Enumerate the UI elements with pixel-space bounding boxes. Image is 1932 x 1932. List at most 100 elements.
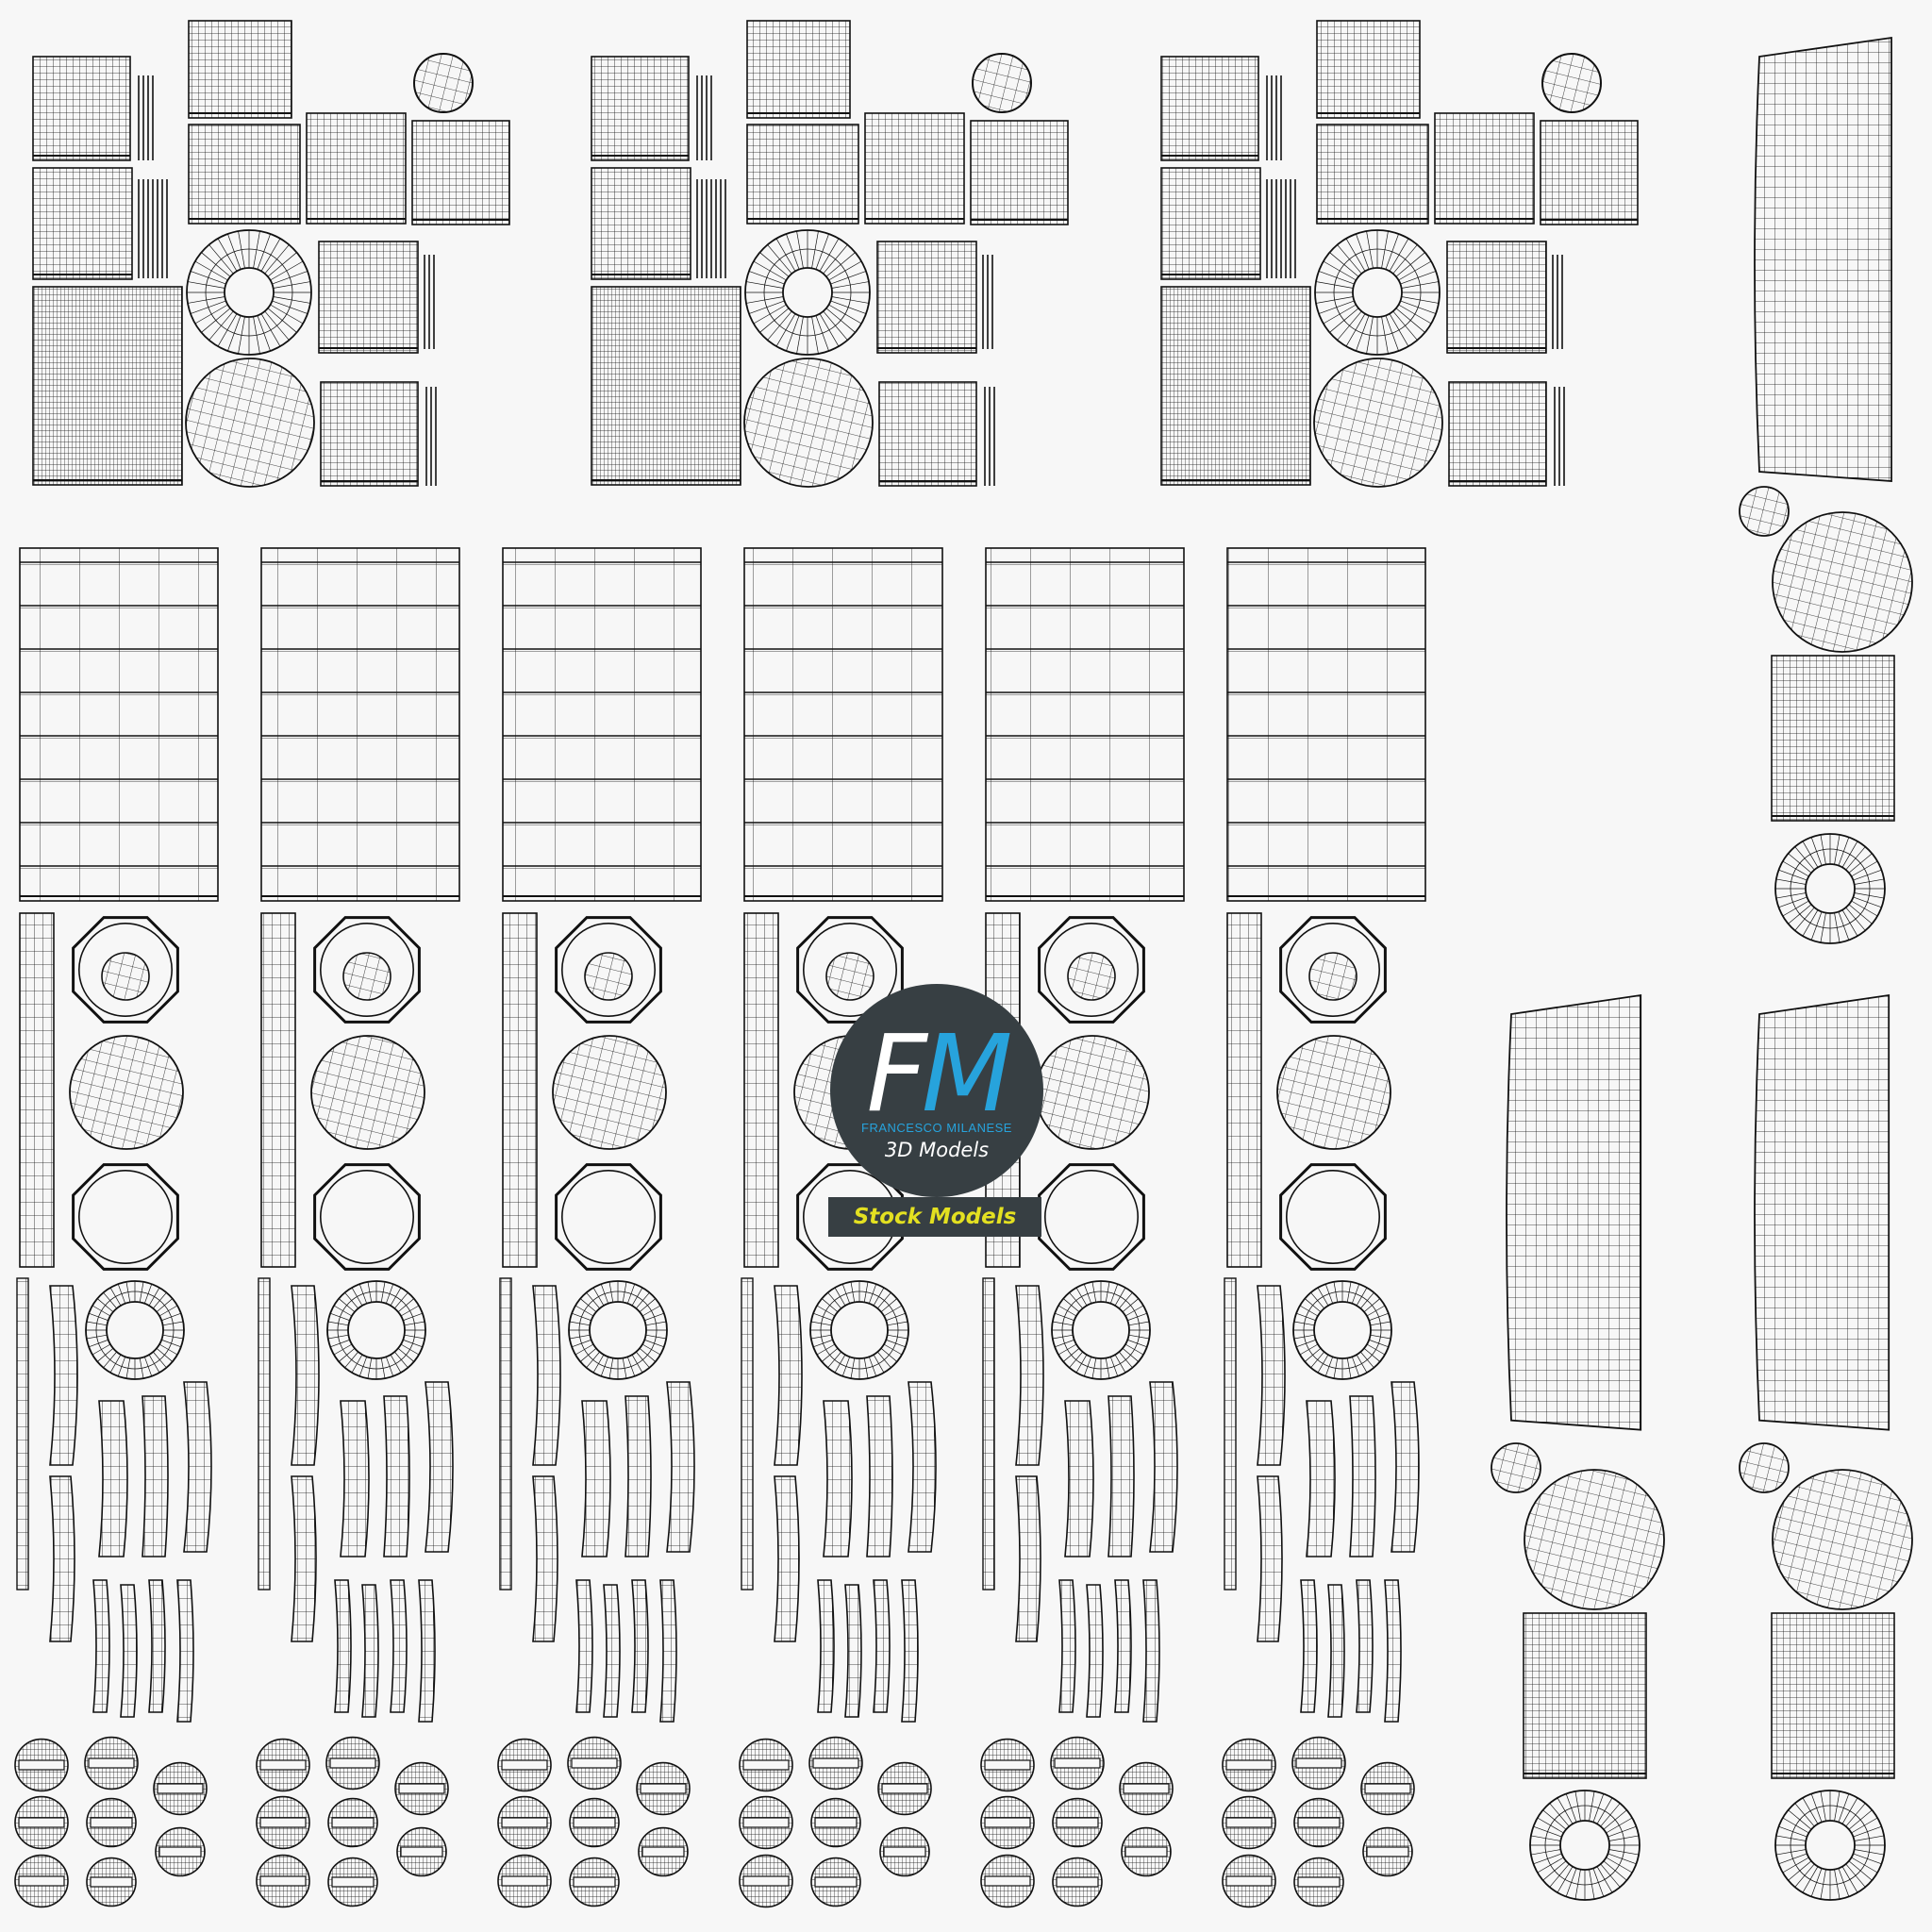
uv-island-strip	[361, 1584, 379, 1718]
uv-island-ring-inner	[347, 1301, 406, 1359]
uv-island-strip	[334, 1579, 352, 1713]
uv-island-rect	[1316, 20, 1421, 119]
uv-island-disc-bar	[814, 1817, 858, 1828]
watermark-logo: FM FRANCESCO MILANESE 3D Models Stock Mo…	[828, 984, 1043, 1239]
uv-island-rect	[320, 381, 419, 487]
uv-island-strip	[625, 1395, 652, 1557]
uv-island-octagon	[555, 916, 662, 1024]
uv-island-thin-strip	[258, 1277, 271, 1591]
uv-island-disc-bar	[1297, 1817, 1341, 1828]
uv-island-ring-mid	[1061, 1291, 1141, 1370]
uv-island-strip	[1015, 1285, 1044, 1466]
uv-island-rect	[502, 547, 702, 902]
uv-island-strip	[1058, 1579, 1076, 1713]
uv-island-rect	[1226, 547, 1426, 902]
uv-island-ring-mid	[1544, 1805, 1625, 1886]
uv-island-disc-bar	[1366, 1846, 1409, 1857]
uv-island-column-strip	[19, 912, 55, 1268]
uv-island-strip	[1356, 1579, 1374, 1713]
uv-island-strip	[1391, 1381, 1420, 1553]
uv-island-rect	[864, 112, 965, 225]
uv-island-thin-strip	[16, 1277, 29, 1591]
uv-island-rect	[1160, 167, 1261, 280]
uv-island-strip	[844, 1584, 862, 1718]
uv-island-rect	[591, 286, 741, 486]
uv-island-small-sphere	[101, 952, 150, 1001]
uv-island-strip	[1142, 1579, 1160, 1723]
uv-island-thin-strip	[499, 1277, 512, 1591]
uv-island-ring-mid	[578, 1291, 658, 1370]
uv-island-strip	[1349, 1395, 1376, 1557]
uv-island-rect	[1316, 124, 1429, 225]
uv-island-rect	[318, 241, 419, 354]
uv-island-ring-mid	[1790, 1805, 1871, 1886]
uv-island-rect	[32, 56, 131, 161]
uv-island-small-sphere	[825, 952, 874, 1001]
uv-island-strip	[1257, 1475, 1283, 1642]
uv-island-strip	[98, 1400, 128, 1557]
uv-island-rect	[411, 120, 510, 225]
uv-island-disc-bar	[984, 1817, 1031, 1828]
uv-island-strip	[1064, 1400, 1094, 1557]
uv-island-strip	[823, 1400, 853, 1557]
uv-island-strip	[92, 1579, 110, 1713]
uv-island-ring-inner	[106, 1301, 164, 1359]
uv-island-strip	[120, 1584, 138, 1718]
logo-banner: Stock Models	[828, 1197, 1041, 1237]
uv-island-strip	[774, 1285, 803, 1466]
uv-island-rect	[746, 124, 859, 225]
uv-island-strip	[390, 1579, 408, 1713]
uv-island-ring-inner	[1805, 863, 1856, 914]
uv-island-rect	[188, 20, 292, 119]
uv-island-rect	[985, 547, 1185, 902]
uv-island-octagon-inner	[319, 922, 414, 1017]
uv-island-disc-bar	[90, 1817, 133, 1828]
uv-island-disc-bar	[1295, 1757, 1342, 1769]
uv-island-disc-bar	[90, 1876, 133, 1888]
uv-island-rect	[1160, 56, 1259, 161]
uv-island-sphere	[69, 1035, 184, 1150]
uv-island-curved-panel	[1506, 993, 1642, 1431]
uv-island-octagon	[1279, 1163, 1387, 1271]
uv-island-ring-mid	[95, 1291, 175, 1370]
uv-island-small-sphere	[1739, 1442, 1790, 1493]
uv-island-strip	[49, 1475, 75, 1642]
uv-island-octagon	[1038, 916, 1145, 1024]
uv-island-rect	[1448, 381, 1547, 487]
uv-island-sphere	[743, 358, 874, 488]
uv-island-column-strip	[502, 912, 538, 1268]
uv-island-strip	[1108, 1395, 1135, 1557]
uv-island-strip	[1149, 1381, 1178, 1553]
uv-island-strip	[1086, 1584, 1104, 1718]
uv-island-disc-bar	[742, 1817, 790, 1828]
uv-island-strip	[532, 1285, 561, 1466]
uv-island-strip	[575, 1579, 593, 1713]
uv-island-strip	[581, 1400, 611, 1557]
uv-island-thin-strip	[741, 1277, 754, 1591]
uv-island-strip	[49, 1285, 78, 1466]
logo-monogram: FM	[830, 1022, 1043, 1127]
uv-island-disc-bar	[329, 1757, 376, 1769]
uv-island-disc-bar	[398, 1783, 445, 1794]
uv-island-disc-bar	[18, 1875, 65, 1887]
uv-island-sphere	[1313, 358, 1443, 488]
uv-island-sphere	[185, 358, 315, 488]
uv-island-rect	[1523, 1612, 1647, 1779]
uv-island-ring-inner	[782, 267, 833, 318]
uv-island-sphere	[1035, 1035, 1150, 1150]
uv-island-strip	[1114, 1579, 1132, 1713]
uv-island-ring-mid	[1790, 848, 1871, 929]
uv-island-thin-strip	[1224, 1277, 1237, 1591]
uv-island-ring-mid	[763, 248, 852, 337]
uv-island-strip	[603, 1584, 621, 1718]
uv-island-small-sphere	[972, 53, 1032, 113]
uv-island-octagon-inner	[1286, 922, 1381, 1017]
uv-island-ring-inner	[830, 1301, 889, 1359]
uv-island-small-sphere	[1541, 53, 1602, 113]
logo-letter-m: M	[921, 1013, 1013, 1136]
uv-island-strip	[1257, 1285, 1286, 1466]
uv-island-rect	[19, 547, 219, 902]
uv-island-octagon-inner	[560, 922, 656, 1017]
uv-island-octagon	[555, 1163, 662, 1271]
uv-island-column-strip	[1226, 912, 1262, 1268]
